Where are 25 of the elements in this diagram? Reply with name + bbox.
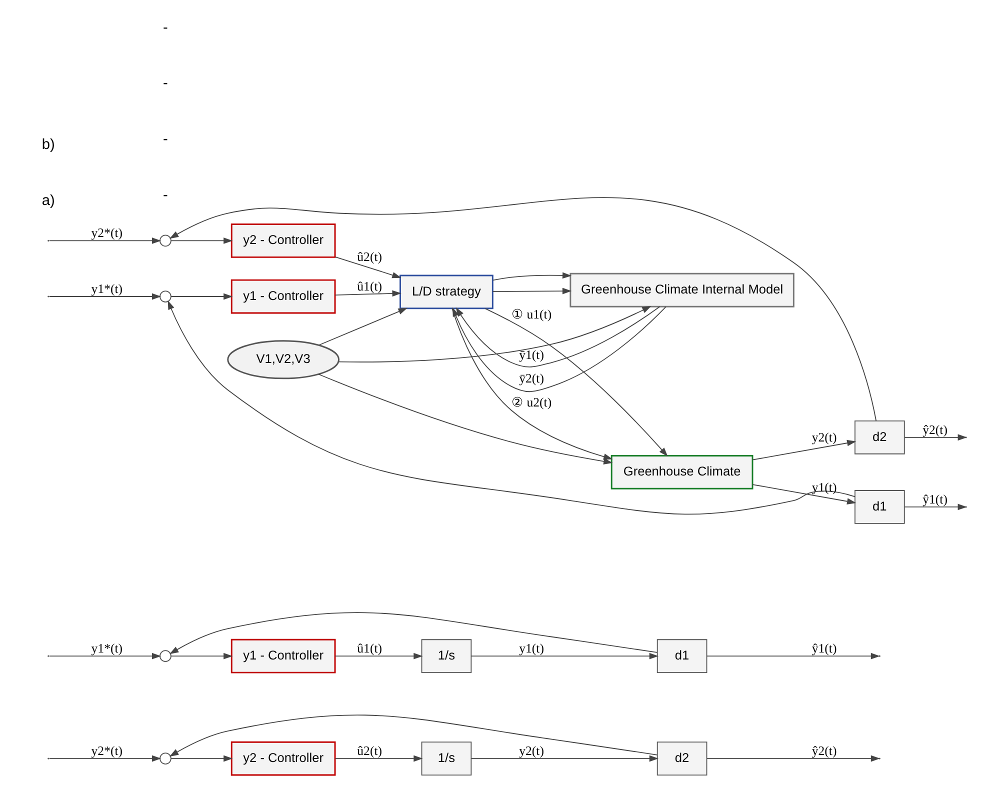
edge-label: y2*(t) — [91, 226, 123, 240]
edge-label: ŷ1(t) — [812, 642, 837, 656]
edge-label: y2*(t) — [91, 744, 123, 758]
edge-label: y2(t) — [519, 744, 544, 758]
label: - — [163, 187, 168, 204]
edge-label: û1(t) — [357, 279, 382, 294]
edge-label: û2(t) — [357, 250, 382, 264]
edge-label: ȳ2(t) — [519, 372, 544, 386]
label: b) — [42, 137, 55, 154]
label: a) — [42, 192, 55, 209]
label: - — [163, 132, 168, 148]
label: - — [163, 76, 168, 92]
edge-label: y1*(t) — [91, 642, 123, 656]
edge-label: û1(t) — [357, 642, 382, 656]
edge-label: ŷ1(t) — [922, 492, 948, 506]
edge-label: y1*(t) — [91, 282, 123, 296]
edge-label: ② u2(t) — [512, 395, 552, 410]
edge-label: ȳ1(t) — [519, 348, 544, 362]
label: - — [163, 20, 168, 36]
edge-label: ① u1(t) — [512, 308, 552, 322]
edge-label: ŷ2(t) — [922, 422, 948, 437]
edge-label: ŷ2(t) — [812, 744, 837, 758]
edge-label: y1(t) — [519, 642, 544, 656]
edge-label: û2(t) — [357, 744, 382, 758]
edge-label: y2(t) — [812, 430, 837, 444]
